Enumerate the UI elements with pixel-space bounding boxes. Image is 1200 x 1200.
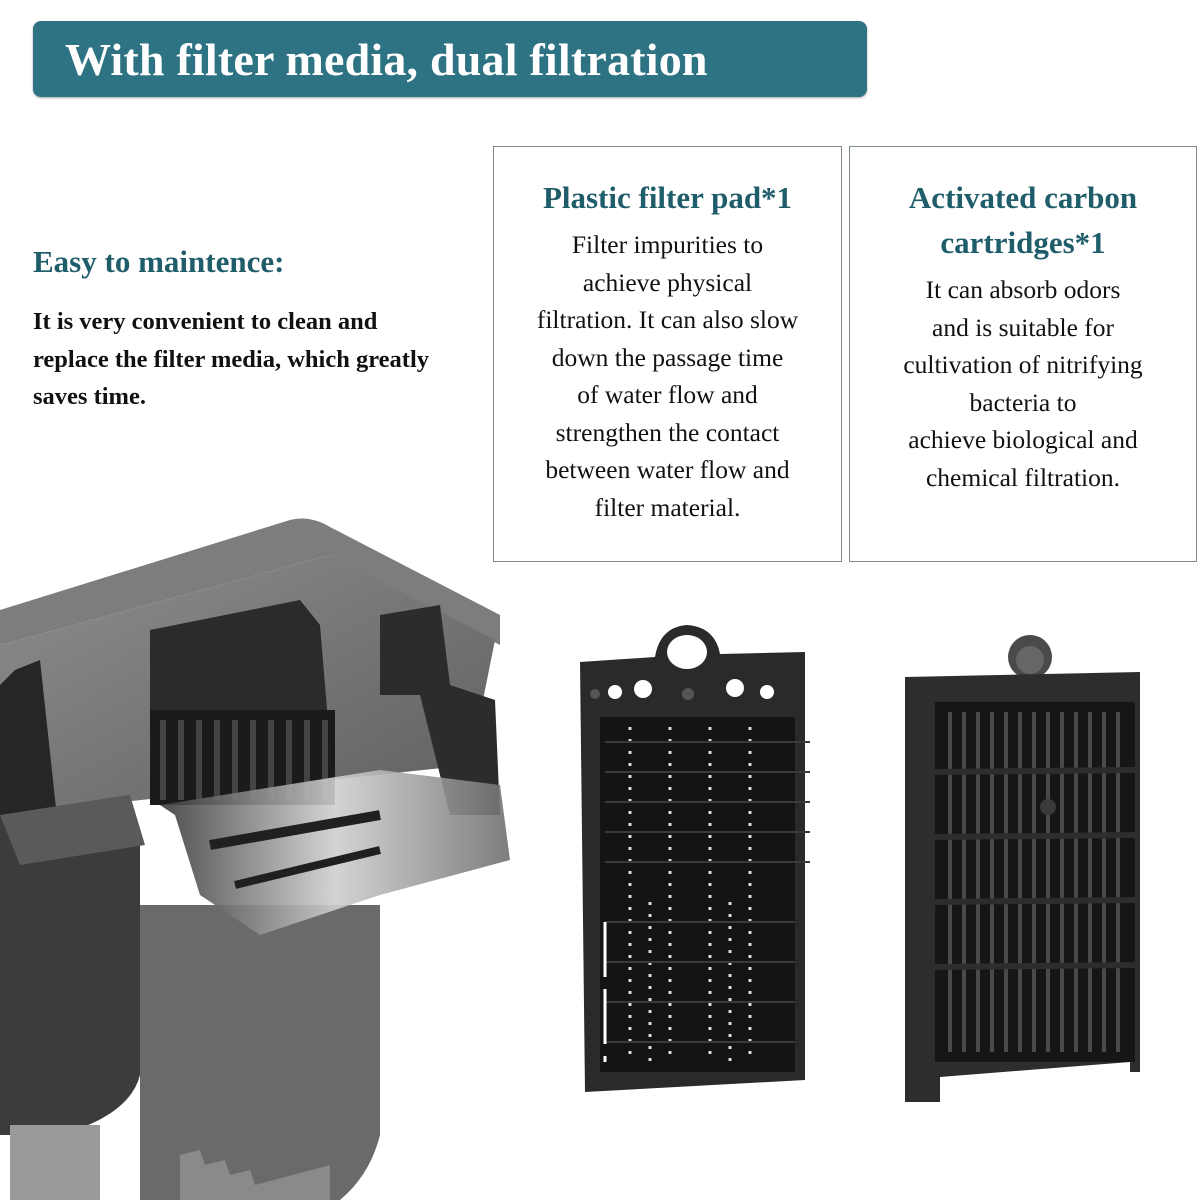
maintenance-title: Easy to maintence: bbox=[33, 244, 285, 279]
filter-pad-image bbox=[580, 625, 810, 1092]
carbon-cartridge-title: Activated carbon cartridges*1 bbox=[908, 180, 1138, 260]
filter-pad-title: Plastic filter pad*1 bbox=[542, 180, 793, 215]
carbon-cartridge-card: Activated carbon cartridges*1 It can abs… bbox=[849, 146, 1197, 562]
filter-box-image bbox=[0, 518, 510, 1200]
filter-pad-card: Plastic filter pad*1 Filter impurities t… bbox=[493, 146, 842, 562]
banner-title: With filter media, dual filtration bbox=[65, 33, 708, 85]
title-banner: With filter media, dual filtration bbox=[33, 21, 867, 97]
maintenance-body: It is very convenient to clean and repla… bbox=[33, 308, 429, 410]
carbon-cartridge-image bbox=[905, 635, 1140, 1102]
carbon-cartridge-description: It can absorb odors and is suitable for … bbox=[903, 275, 1143, 492]
filter-pad-description: Filter impurities to achieve physical fi… bbox=[536, 230, 799, 522]
